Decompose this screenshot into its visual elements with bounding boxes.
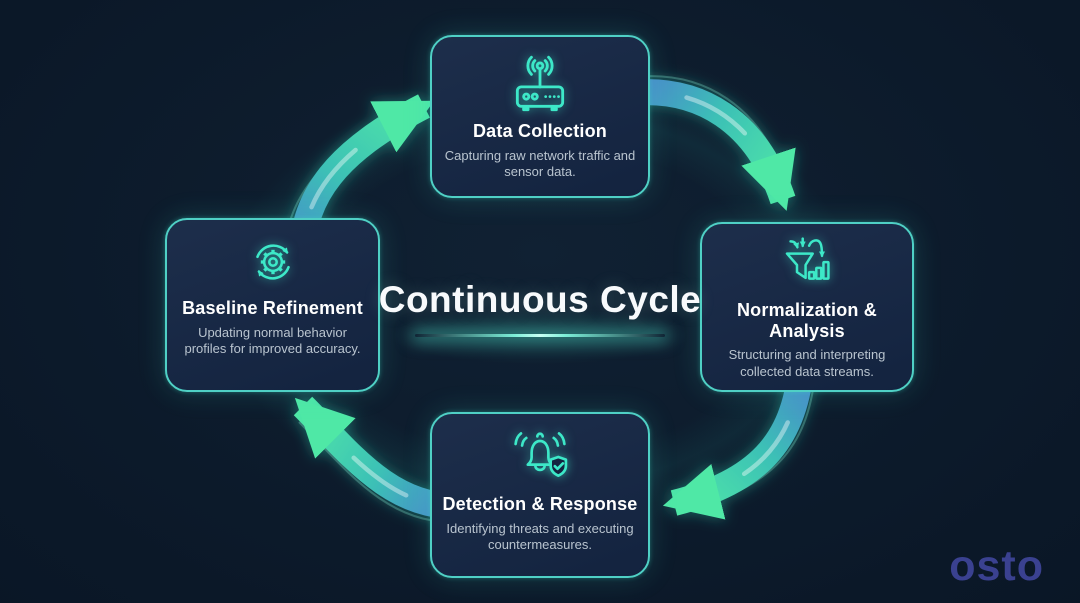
alert-bell-shield-icon [508, 425, 572, 489]
card-description: Structuring and interpreting collected d… [728, 347, 886, 379]
card-description: Capturing raw network traffic and sensor… [444, 147, 636, 180]
card-title: Normalization & Analysis [736, 300, 877, 341]
card-detection-response: Detection & Response Identifying threats… [430, 412, 650, 578]
card-title: Data Collection [472, 121, 608, 141]
card-normalization-analysis: Normalization & Analysis Structuring and… [700, 222, 914, 392]
main-title: Continuous Cycle [378, 279, 702, 320]
card-data-collection: Data Collection Capturing raw network tr… [430, 35, 650, 198]
card-title: Baseline Refinement [182, 298, 363, 318]
card-title: Detection & Response [442, 494, 638, 514]
center-title-block: Continuous Cycle [290, 279, 790, 337]
glow-divider [415, 334, 665, 337]
arrow-normalization-to-detection [662, 365, 816, 520]
card-description: Updating normal behavior profiles for im… [184, 324, 361, 357]
gear-refresh-icon [242, 231, 304, 293]
card-baseline-refinement: Baseline Refinement Updating normal beha… [165, 218, 380, 392]
osto-logo: osto [949, 542, 1044, 590]
card-description: Identifying threats and executing counte… [446, 520, 634, 553]
arrow-collection-to-normalization [627, 75, 796, 211]
wifi-router-icon [506, 48, 574, 116]
funnel-analytics-icon [777, 235, 837, 295]
